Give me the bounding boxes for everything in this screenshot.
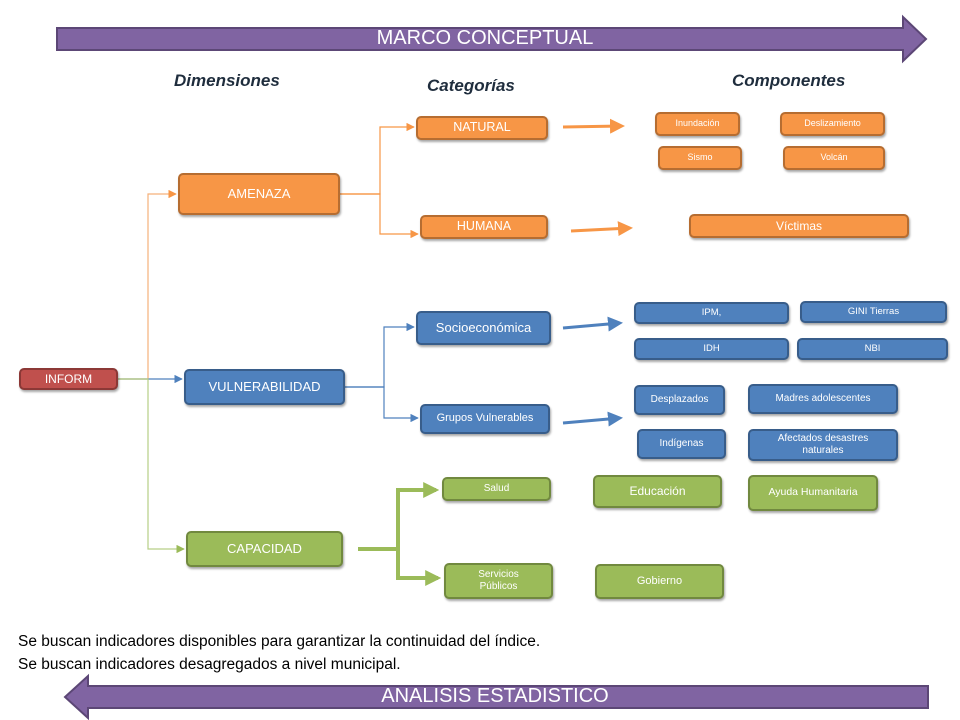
capacidad-node: CAPACIDAD: [186, 531, 343, 567]
inform-to-amenaza-link: [118, 189, 177, 380]
bottom-banner-title: ANALISIS ESTADISTICO: [381, 685, 609, 707]
victimas-node: Víctimas: [689, 214, 909, 238]
indigenas-node: Indígenas: [637, 429, 726, 459]
deslizamiento-node: Deslizamiento: [780, 112, 885, 136]
note-continuity: Se buscan indicadores disponibles para g…: [18, 633, 541, 650]
sismo-node: Sismo: [658, 146, 742, 170]
gobierno-node: Gobierno: [595, 564, 724, 599]
note-municipal: Se buscan indicadores desagregados a niv…: [18, 656, 401, 673]
socio-to-components-arrow: [562, 316, 623, 332]
ipm-node: IPM,: [634, 302, 789, 324]
top-banner-arrow: [56, 14, 928, 64]
inform-to-capacidad-link: [118, 378, 185, 554]
capacidad-to-servicios-link: [396, 549, 442, 586]
capacidad-to-salud-link: [358, 482, 440, 551]
categorias-header: Categorías: [427, 76, 515, 95]
grupos-to-components-arrow: [562, 411, 623, 427]
vulnerabilidad-to-socio-link: [345, 322, 415, 388]
educacion-node: Educación: [593, 475, 722, 508]
humana-node: HUMANA: [420, 215, 548, 239]
inform-node: INFORM: [19, 368, 118, 390]
vulnerabilidad-to-grupos-link: [345, 386, 419, 423]
humana-to-victimas-arrow: [570, 221, 633, 237]
amenaza-to-humana-link: [340, 193, 419, 239]
ayuda-humanitaria-node: Ayuda Humanitaria: [748, 475, 878, 511]
natural-node: NATURAL: [416, 116, 548, 140]
vulnerabilidad-node: VULNERABILIDAD: [184, 369, 345, 405]
madres-adolescentes-node: Madres adolescentes: [748, 384, 898, 414]
inundacion-node: Inundación: [655, 112, 740, 136]
volcan-node: Volcán: [783, 146, 885, 170]
bottom-banner-arrow: [63, 673, 929, 720]
socioeconomica-node: Socioeconómica: [416, 311, 551, 345]
salud-node: Salud: [442, 477, 551, 501]
idh-node: IDH: [634, 338, 789, 360]
amenaza-node: AMENAZA: [178, 173, 340, 215]
afectados-desastres-node: Afectados desastres naturales: [748, 429, 898, 461]
componentes-header: Componentes: [732, 71, 846, 90]
desplazados-node: Desplazados: [634, 385, 725, 415]
servicios-publicos-node: Servicios Públicos: [444, 563, 553, 599]
grupos-vulnerables-node: Grupos Vulnerables: [420, 404, 550, 434]
gini-tierras-node: GINI Tierras: [800, 301, 947, 323]
nbi-node: NBI: [797, 338, 948, 360]
amenaza-to-natural-link: [340, 122, 415, 195]
dimensiones-header: Dimensiones: [174, 71, 280, 90]
natural-to-components-arrow: [562, 118, 625, 134]
top-banner-title: MARCO CONCEPTUAL: [376, 27, 594, 49]
